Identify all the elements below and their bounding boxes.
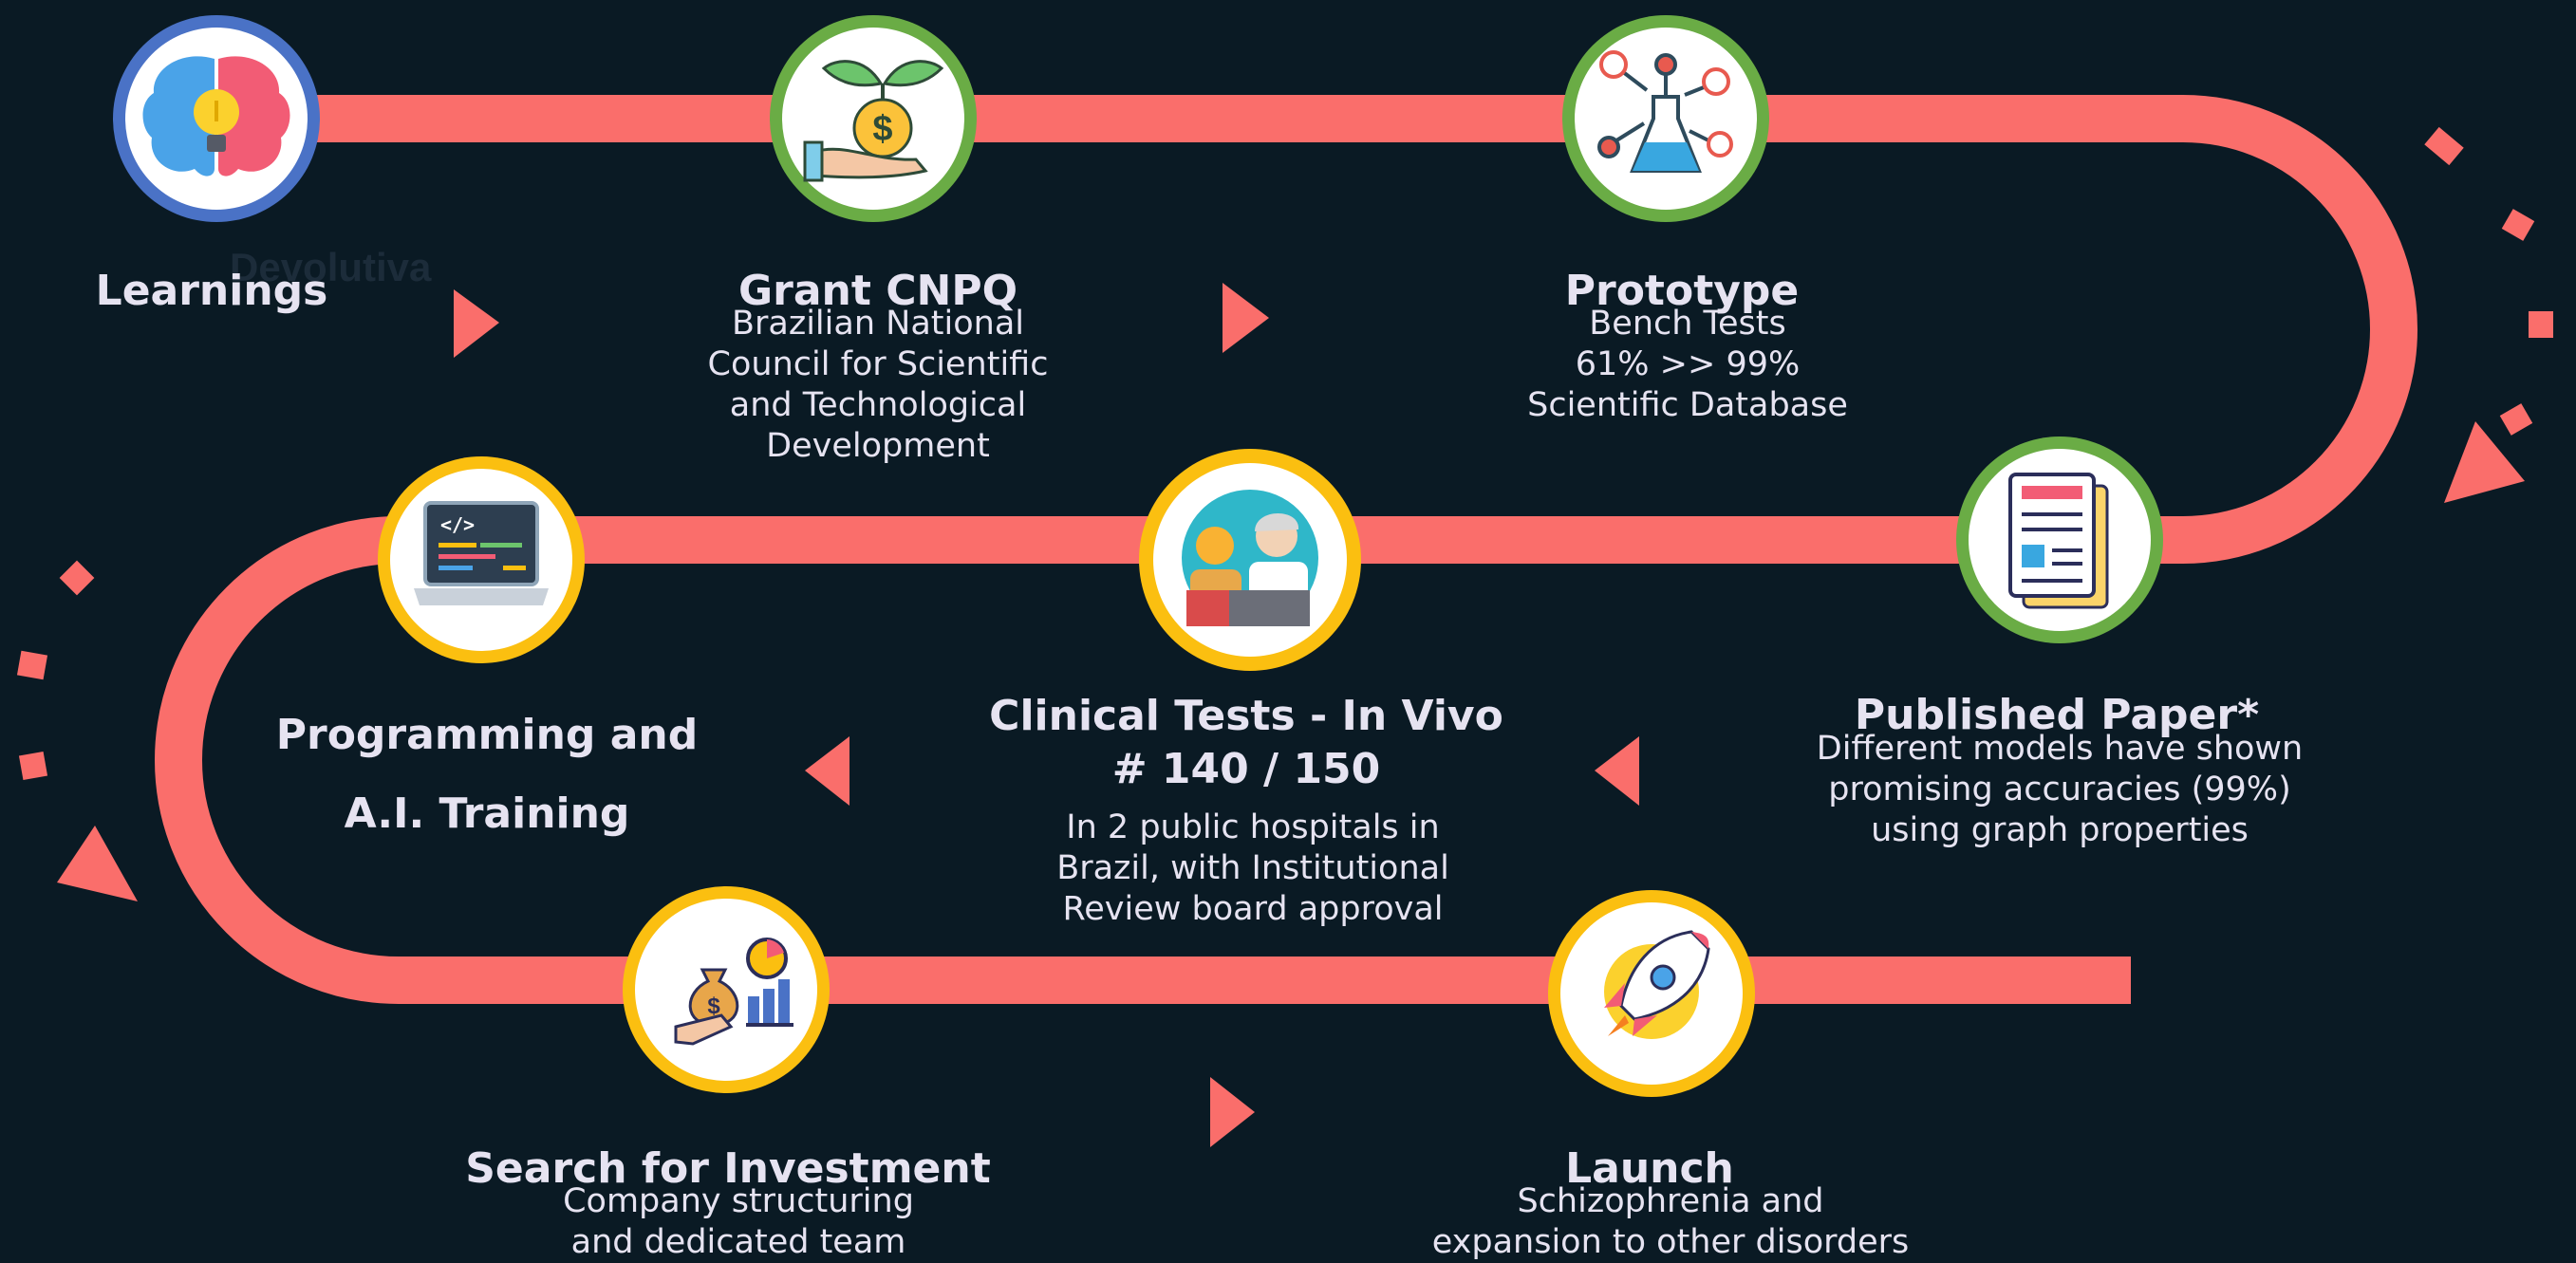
curve-dashes-right — [2424, 126, 2553, 503]
stage-learnings-title: Learnings — [95, 267, 328, 315]
arrow-left-1 — [805, 736, 849, 806]
stage-paper-title: Published Paper* — [1854, 691, 2260, 739]
money-bag-chart-icon: $ — [674, 938, 793, 1046]
stage-grant-title: Grant CNPQ — [738, 267, 1017, 315]
curve-arrow-left-icon — [57, 826, 138, 901]
description-line: Schizophrenia and — [1517, 1182, 1824, 1220]
stage-investment-description: Company structuring and dedicated team — [563, 1181, 914, 1263]
stage-clinical-title: Clinical Tests - In Vivo — [989, 692, 1503, 740]
arrow-right-2 — [1223, 283, 1269, 353]
arrow-right-3 — [1210, 1077, 1255, 1147]
description-line: using graph properties — [1871, 811, 2249, 849]
direction-arrows — [454, 283, 1639, 1147]
rocket-icon — [1604, 930, 1710, 1039]
stage-programming-title: Programming and — [275, 711, 699, 759]
svg-text:$: $ — [872, 109, 892, 149]
stage-launch-title: Launch — [1565, 1144, 1734, 1193]
stage-prototype-title: Prototype — [1564, 267, 1800, 315]
stage-paper-description: Different models have shown promising ac… — [1817, 729, 2304, 851]
stage-launch-node — [1548, 890, 1755, 1097]
description-line: Brazilian National — [731, 305, 1024, 343]
dash — [2501, 209, 2535, 241]
description-line: Council for Scientific — [707, 345, 1049, 383]
stage-investment-node: $ — [623, 886, 830, 1093]
description-line: Company structuring — [563, 1182, 914, 1220]
svg-text:</>: </> — [440, 513, 475, 536]
document-icon — [2008, 473, 2109, 609]
description-line: In 2 public hospitals in — [1066, 808, 1440, 846]
stage-learnings-node — [113, 15, 320, 222]
description-line: Bench Tests — [1589, 305, 1786, 343]
description-line: expansion to other disorders — [1431, 1223, 1910, 1261]
dash — [2424, 126, 2464, 166]
stage-prototype-description: Bench Tests 61% >> 99% Scientific Databa… — [1527, 304, 1848, 426]
description-line: and dedicated team — [570, 1223, 906, 1261]
description-line: 61% >> 99% — [1575, 345, 1801, 383]
stage-clinical-description: In 2 public hospitals in Brazil, with In… — [1056, 808, 1449, 930]
dash — [59, 560, 95, 596]
stage-programming-node: </> — [378, 456, 585, 663]
laptop-code-icon: </> — [414, 501, 549, 605]
stage-clinical-node — [1139, 449, 1361, 671]
arrow-left-2 — [1595, 736, 1639, 806]
stage-prototype-node — [1562, 15, 1769, 222]
dash — [2529, 311, 2553, 338]
stage-paper-node — [1956, 436, 2163, 643]
brain-lightbulb-icon — [142, 56, 290, 176]
curve-arrow-right-icon — [2444, 421, 2525, 503]
dash — [16, 650, 48, 680]
description-line: Brazil, with Institutional — [1056, 849, 1449, 887]
description-line: Scientific Database — [1527, 386, 1848, 424]
dash — [18, 751, 48, 781]
stage-investment-title: Search for Investment — [465, 1144, 991, 1193]
stage-clinical-counter: # 140 / 150 — [1111, 745, 1381, 793]
doctor-patient-icon — [1182, 490, 1318, 626]
description-line: Development — [766, 427, 990, 465]
watermark-text: Devolutiva — [230, 245, 432, 289]
description-line: Different models have shown — [1816, 730, 2304, 768]
stage-launch-description: Schizophrenia and expansion to other dis… — [1432, 1181, 1910, 1263]
molecule-flask-icon — [1597, 50, 1733, 173]
dash — [2499, 403, 2533, 436]
arrow-right-1 — [454, 289, 499, 358]
description-line: and Technological — [729, 386, 1027, 424]
curve-dashes-left — [16, 560, 138, 901]
stage-grant-description: Brazilian National Council for Scientifi… — [708, 304, 1049, 467]
description-line: promising accuracies (99%) — [1828, 771, 2291, 808]
description-line: Review board approval — [1062, 890, 1444, 928]
svg-text:$: $ — [707, 994, 720, 1019]
stage-programming-title-line2: A.I. Training — [344, 789, 630, 838]
money-plant-hand-icon: $ — [803, 60, 944, 182]
stage-grant-node: $ — [770, 15, 977, 222]
